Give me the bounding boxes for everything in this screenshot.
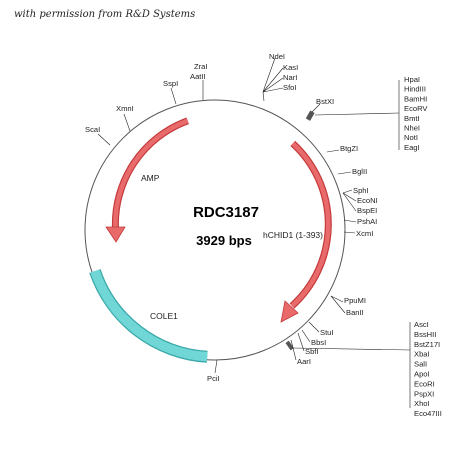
site-stui: StuI bbox=[320, 328, 334, 337]
mcs-site-label: ApoI bbox=[414, 370, 430, 379]
site-sphi: SphI bbox=[353, 186, 369, 195]
mcs-site-label: Eco47III bbox=[414, 409, 442, 418]
insert-arrow-head bbox=[280, 300, 299, 323]
site-sbfi: SbfI bbox=[305, 347, 319, 356]
mcs-site-label: PspXI bbox=[414, 389, 434, 398]
site-btgzi: BtgZI bbox=[340, 144, 358, 153]
amp-label: AMP bbox=[141, 173, 160, 183]
site-kasi: KasI bbox=[283, 63, 298, 72]
mcs-site-label: NotI bbox=[404, 133, 418, 142]
amp-arrow-head bbox=[105, 226, 126, 243]
amp-arrow-body-fill bbox=[113, 118, 189, 230]
site-leaders bbox=[97, 57, 411, 408]
plasmid-backbone bbox=[84, 99, 346, 361]
mcs-site-label: AscI bbox=[414, 320, 429, 329]
mcs-site-label: EcoRV bbox=[404, 104, 428, 113]
site-bstxi: BstXI bbox=[316, 97, 334, 106]
insert-arrow-body-fill bbox=[290, 141, 331, 308]
site-aatii: AatII bbox=[190, 72, 206, 81]
site-ndei: NdeI bbox=[269, 52, 285, 61]
site-ppumi: PpuMI bbox=[344, 296, 366, 305]
site-bglii: BglII bbox=[352, 167, 367, 176]
mcs-site-label: SalI bbox=[414, 360, 427, 369]
mcs-bottom-site-list: AscIBssHIIBstZ17IXbaISalIApoIEcoRIPspXIX… bbox=[414, 320, 442, 418]
mcs-bottom-marker bbox=[285, 340, 294, 351]
mcs-site-label: HpaI bbox=[404, 75, 420, 84]
site-pshai: PshAI bbox=[357, 217, 377, 226]
site-pcii: PciI bbox=[207, 374, 220, 383]
mcs-site-label: BmtI bbox=[404, 114, 420, 123]
mcs-site-label: EagI bbox=[404, 143, 420, 152]
cole1-feature-arc-fill bbox=[90, 269, 208, 362]
site-sfoi: SfoI bbox=[283, 83, 297, 92]
mcs-site-label: NheI bbox=[404, 124, 420, 133]
site-sspi: SspI bbox=[163, 79, 178, 88]
mcs-site-label: BamHI bbox=[404, 94, 427, 103]
mcs-site-label: EcoRI bbox=[414, 379, 435, 388]
mcs-site-label: HindIII bbox=[404, 85, 426, 94]
mcs-site-label: XbaI bbox=[414, 350, 430, 359]
site-econi: EcoNI bbox=[357, 196, 378, 205]
site-bbsi: BbsI bbox=[311, 338, 326, 347]
site-bspei: BspEI bbox=[357, 206, 377, 215]
site-aari: AarI bbox=[297, 357, 311, 366]
cole1-label: COLE1 bbox=[150, 311, 178, 321]
mcs-site-label: BssHII bbox=[414, 330, 436, 339]
site-banii: BanII bbox=[346, 308, 364, 317]
mcs-site-label: XhoI bbox=[414, 399, 430, 408]
mcs-top-marker bbox=[305, 110, 315, 121]
credit-line: with permission from R&D Systems bbox=[14, 9, 196, 20]
site-nari: NarI bbox=[283, 73, 297, 82]
insert-label: hCHID1 (1-393) bbox=[263, 230, 323, 240]
plasmid-size: 3929 bps bbox=[196, 233, 252, 248]
plasmid-name: RDC3187 bbox=[193, 204, 259, 221]
mcs-site-label: BstZ17I bbox=[414, 340, 440, 349]
site-scai: ScaI bbox=[85, 125, 100, 134]
site-xmni: XmnI bbox=[116, 104, 134, 113]
site-xcmi: XcmI bbox=[356, 229, 373, 238]
site-zrai: ZraI bbox=[194, 62, 208, 71]
